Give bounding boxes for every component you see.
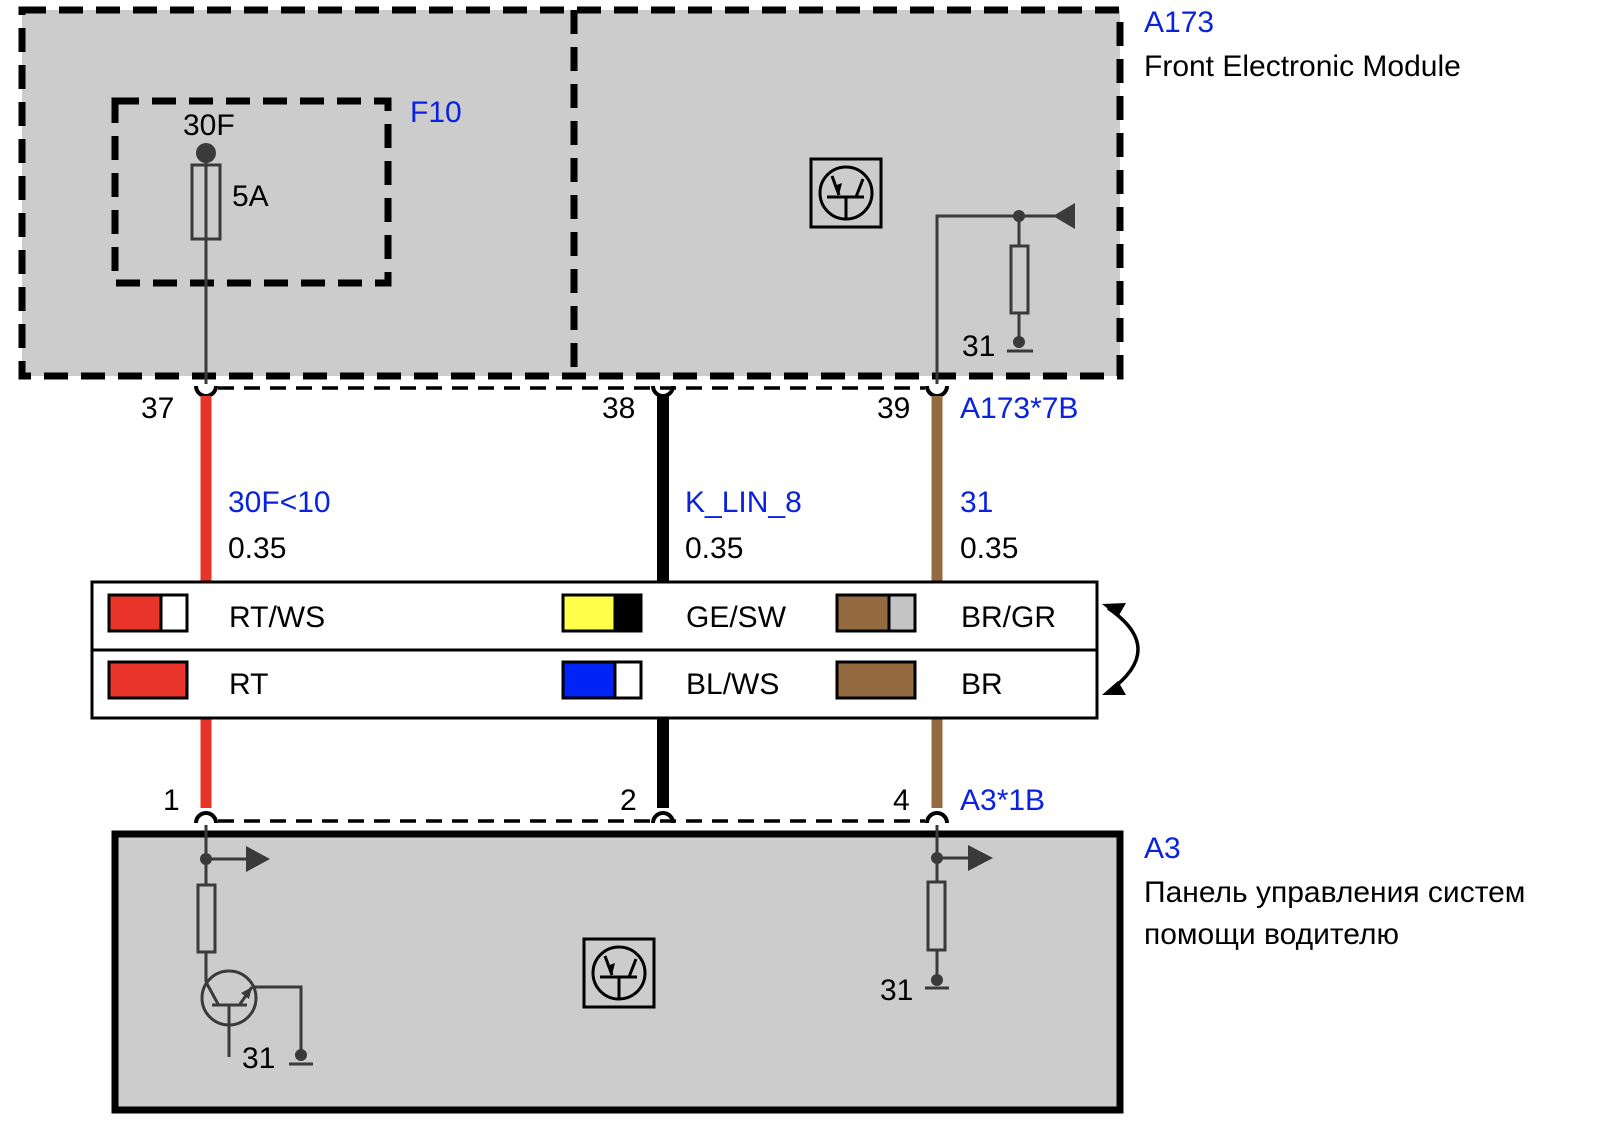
ground-label-bottom-right: 31 (880, 974, 913, 1007)
pin-4-label: 4 (893, 784, 910, 817)
input-arrow-icon (1053, 203, 1075, 229)
transistor-icon-bottom (582, 937, 656, 1009)
pullup-circuit-top (935, 203, 1075, 384)
legend-swatch-br (835, 660, 917, 700)
fuse-terminal-dot (196, 143, 216, 163)
alternate-color-arrow-icon (1102, 603, 1140, 695)
output-arrow-icon (246, 846, 270, 872)
pin-2-label: 2 (620, 784, 637, 817)
legend-swatch-ge-sw (561, 593, 643, 633)
wire-gauge-label-1: 0.35 (685, 532, 743, 565)
module-a173-outline (18, 6, 1124, 380)
ground-dot (931, 974, 943, 986)
pin-1-socket (194, 811, 218, 824)
module-a3-body (111, 830, 1124, 1114)
legend-swatch-rt-ws (107, 593, 189, 633)
legend-swatches (107, 593, 917, 700)
wire-gauge-label-2: 0.35 (960, 532, 1018, 565)
module-a173-name: Front Electronic Module (1144, 50, 1461, 83)
legend-code-0-1: RT (229, 668, 268, 701)
module-a173[interactable] (18, 6, 1124, 380)
pin-37-socket (194, 385, 218, 398)
wire-gauge-label-0: 0.35 (228, 532, 286, 565)
legend-code-0-0: RT/WS (229, 601, 325, 634)
module-a3-name-line-1: Панель управления систем (1144, 876, 1525, 909)
legend-code-1-1: BL/WS (686, 668, 779, 701)
pin-2-socket (651, 811, 675, 824)
fuse-f10[interactable]: F10 30F 5A (111, 96, 462, 384)
module-a3[interactable] (111, 830, 1124, 1114)
pin-38-label: 38 (602, 392, 635, 425)
wire-signal-label-2: 31 (960, 486, 993, 519)
input-circuit-pin-1 (196, 825, 313, 1066)
connector-a3-1b-label: A3*1B (960, 784, 1045, 817)
module-a3-id: A3 (1144, 832, 1181, 865)
fuse-terminal-label: 30F (183, 109, 235, 142)
transistor-icon-top (809, 157, 883, 229)
connector-a3-1b[interactable] (194, 811, 949, 824)
legend-swatch-bl-ws (561, 660, 643, 700)
wire-signal-label-0: 30F<10 (228, 486, 331, 519)
pin-39-label: 39 (877, 392, 910, 425)
legend-code-1-0: GE/SW (686, 601, 787, 634)
pin-1-label: 1 (163, 784, 180, 817)
pin-39-socket (925, 385, 949, 398)
ground-label-bottom-left: 31 (242, 1042, 275, 1075)
input-circuit-pin-4 (925, 825, 993, 990)
legend-code-2-1: BR (961, 668, 1003, 701)
wire-signal-label-1: K_LIN_8 (685, 486, 802, 519)
connector-a173-7b[interactable] (194, 385, 949, 398)
module-a3-name-line-2: помощи водителю (1144, 918, 1399, 951)
legend-code-2-0: BR/GR (961, 601, 1056, 634)
connector-a173-7b-label: A173*7B (960, 392, 1078, 425)
output-arrow-icon (968, 845, 993, 871)
pin-4-socket (925, 811, 949, 824)
pin-37-label: 37 (141, 392, 174, 425)
ground-dot (295, 1049, 307, 1061)
fuse-f10-outline (111, 97, 392, 287)
legend-swatch-br-gr (835, 593, 917, 633)
legend-swatch-rt (107, 660, 189, 700)
ground-label-top: 31 (962, 330, 995, 363)
module-a173-id: A173 (1144, 6, 1214, 39)
fuse-f10-id: F10 (410, 96, 462, 129)
fuse-rating: 5A (232, 180, 269, 213)
ground-dot (1013, 336, 1025, 348)
